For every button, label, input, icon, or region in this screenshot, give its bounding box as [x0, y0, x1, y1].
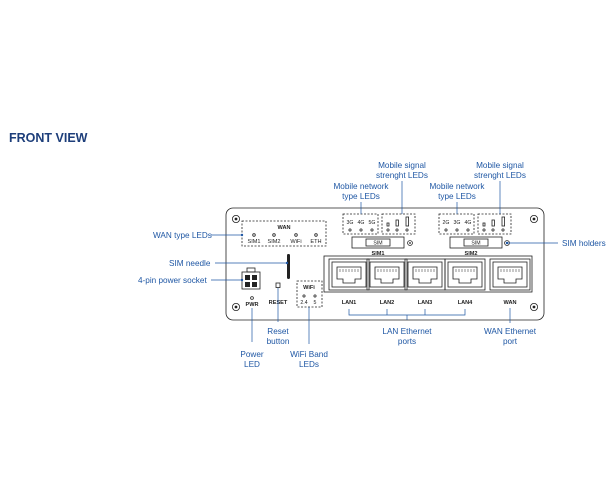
device-body: [225, 207, 545, 321]
wan-port-icon: [489, 258, 531, 291]
sim1-network-type-label: 5G: [369, 220, 376, 226]
lan3-port-icon: [404, 258, 446, 291]
callout-net-type-2-line1: Mobile network: [429, 182, 485, 191]
sim1-network-type-label: 3G: [347, 220, 354, 226]
sim2-network-type-label: 4G: [465, 220, 472, 226]
lan4-label: LAN4: [458, 300, 473, 306]
wan-led-label: SIM1: [247, 239, 260, 245]
lan1-label: LAN1: [342, 300, 357, 306]
callout-signal-2-line1: Mobile signal: [476, 161, 524, 170]
wan-header-label: WAN: [277, 225, 290, 231]
sim1-holder: [351, 236, 405, 249]
sim1-eject-icon: [407, 240, 413, 246]
sim2-signal-led-box: [477, 213, 512, 235]
sim1-signal-led-box: [381, 213, 416, 235]
power-socket-icon: [241, 267, 261, 290]
callout-net-type-1-line1: Mobile network: [333, 182, 389, 191]
sim1-slot-label: SIM: [373, 241, 382, 247]
wifi-band-label: 5: [314, 300, 317, 306]
lan2-label: LAN2: [380, 300, 395, 306]
callout-wan-port-line1: WAN Ethernet: [484, 327, 537, 336]
callout-sim-needle: SIM needle: [169, 259, 211, 268]
callout-sim-holders: SIM holders: [562, 239, 606, 248]
mounting-screw-icon: [530, 302, 539, 311]
callout-wifi-band-line1: WiFi Band: [290, 350, 328, 359]
mounting-screw-icon: [231, 214, 240, 223]
wan-led-box: [241, 220, 327, 247]
sim1-network-type-label: 4G: [358, 220, 365, 226]
sim2-network-type-label: 3G: [454, 220, 461, 226]
wan-led-label: SIM2: [267, 239, 280, 245]
sim2-holder: [449, 236, 503, 249]
wan-led-sim2: [272, 233, 276, 237]
sim2-network-type-led-box: [438, 213, 475, 235]
sim2-slot-label: SIM: [471, 241, 480, 247]
ethernet-port-bay: [323, 255, 533, 293]
callout-signal-1-line1: Mobile signal: [378, 161, 426, 170]
callout-wan-port-line2: port: [503, 337, 518, 346]
callout-signal-2-line2: strenght LEDs: [474, 171, 526, 180]
callout-wan-type-leds: WAN type LEDs: [153, 231, 212, 240]
mounting-screw-icon: [231, 302, 240, 311]
mounting-screw-icon: [530, 214, 539, 223]
wan-led-eth: [314, 233, 318, 237]
wifi-label: WiFi: [303, 285, 315, 291]
callout-power-led-line2: LED: [244, 360, 260, 369]
wan-led-label: WiFi: [290, 239, 301, 245]
callout-reset-line2: button: [267, 337, 290, 346]
callout-reset-line1: Reset: [267, 327, 289, 336]
wan-led-sim1: [252, 233, 256, 237]
callout-wifi-band-line2: LEDs: [299, 360, 319, 369]
sim2-network-type-label: 2G: [443, 220, 450, 226]
wifi-band-led-box: [296, 280, 323, 308]
lan2-port-icon: [366, 258, 408, 291]
wifi-led-5: [313, 294, 317, 298]
wifi-band-label: 2.4: [300, 300, 307, 306]
sim2-label: SIM2: [464, 251, 477, 257]
page-title: FRONT VIEW: [9, 131, 88, 145]
callout-lan-ports-line1: LAN Ethernet: [382, 327, 432, 336]
lan3-label: LAN3: [418, 300, 433, 306]
callout-net-type-1-line2: type LEDs: [342, 192, 380, 201]
callout-net-type-2-line2: type LEDs: [438, 192, 476, 201]
sim1-label: SIM1: [371, 251, 384, 257]
lan4-port-icon: [444, 258, 486, 291]
lan1-port-icon: [328, 258, 370, 291]
wifi-led-2-4: [302, 294, 306, 298]
pwr-label: PWR: [245, 302, 258, 308]
wan-led-label: ETH: [310, 239, 321, 245]
callout-signal-1-line2: strenght LEDs: [376, 171, 428, 180]
wan-led-wifi: [294, 233, 298, 237]
reset-button[interactable]: [275, 282, 281, 288]
wan-port-label: WAN: [503, 300, 516, 306]
sim-needle-icon: [287, 254, 290, 279]
callout-lan-ports-line2: ports: [398, 337, 416, 346]
callout-power-led-line1: Power: [240, 350, 263, 359]
callout-power-socket: 4-pin power socket: [138, 276, 207, 285]
power-led: [250, 296, 254, 300]
sim1-network-type-led-box: [342, 213, 379, 235]
